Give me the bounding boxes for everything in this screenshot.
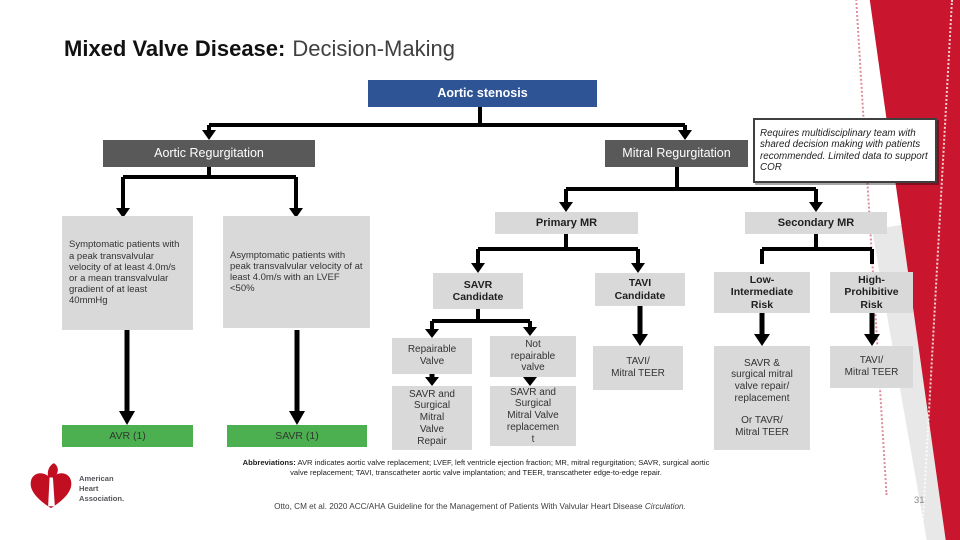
node-high-prohibitive-risk: High- Prohibitive Risk xyxy=(830,272,913,313)
node-tavi-mitral-teer-primary: TAVI/ Mitral TEER xyxy=(593,346,683,390)
title-bold: Mixed Valve Disease: xyxy=(64,36,286,61)
node-mitral-regurgitation: Mitral Regurgitation xyxy=(605,140,748,167)
title-regular: Decision-Making xyxy=(292,36,455,61)
node-savr-mitral-combo: SAVR & surgical mitral valve repair/ rep… xyxy=(714,346,810,450)
node-repairable-valve: Repairable Valve xyxy=(392,338,472,374)
citation: Otto, CM et al. 2020 ACC/AHA Guideline f… xyxy=(120,502,840,511)
or-tavr-teer-text: Or TAVR/ Mitral TEER xyxy=(735,414,789,438)
node-primary-mr: Primary MR xyxy=(495,212,638,234)
node-asymptomatic-patients: Asymptomatic patients with peak transval… xyxy=(223,216,370,328)
abbreviations: Abbreviations: AVR indicates aortic valv… xyxy=(238,458,714,479)
node-avr: AVR (1) xyxy=(62,425,193,447)
node-savr-surgical-mitral-replacement: SAVR and Surgical Mitral Valve replaceme… xyxy=(490,386,576,446)
node-aortic-stenosis: Aortic stenosis xyxy=(368,80,597,107)
node-symptomatic-patients: Symptomatic patients with a peak transva… xyxy=(62,216,193,330)
citation-main: Otto, CM et al. 2020 ACC/AHA Guideline f… xyxy=(274,502,645,511)
heart-torch-icon xyxy=(30,463,72,509)
node-low-intermediate-risk: Low- Intermediate Risk xyxy=(714,272,810,313)
note-multidisciplinary-team: Requires multidisciplinary team with sha… xyxy=(753,118,937,183)
node-tavi-candidate: TAVI Candidate xyxy=(595,273,685,306)
citation-journal: Circulation. xyxy=(644,502,686,511)
node-secondary-mr: Secondary MR xyxy=(745,212,887,234)
node-savr-candidate: SAVR Candidate xyxy=(433,273,523,309)
savr-mitral-combo-text: SAVR & surgical mitral valve repair/ rep… xyxy=(731,357,793,404)
aha-logo-text: American Heart Association. xyxy=(79,474,125,503)
abbreviations-label: Abbreviations: xyxy=(242,458,296,467)
node-savr: SAVR (1) xyxy=(227,425,367,447)
node-savr-surgical-mitral-repair: SAVR and Surgical Mitral Valve Repair xyxy=(392,386,472,450)
page-title: Mixed Valve Disease:Decision-Making xyxy=(64,36,455,62)
abbreviations-text: AVR indicates aortic valve replacement; … xyxy=(290,458,710,478)
node-aortic-regurgitation: Aortic Regurgitation xyxy=(103,140,315,167)
page-number: 31 xyxy=(914,495,925,506)
node-tavi-mitral-teer-secondary: TAVI/ Mitral TEER xyxy=(830,346,913,388)
node-not-repairable-valve: Not repairable valve xyxy=(490,336,576,377)
aha-logo: American Heart Association. xyxy=(28,462,124,516)
